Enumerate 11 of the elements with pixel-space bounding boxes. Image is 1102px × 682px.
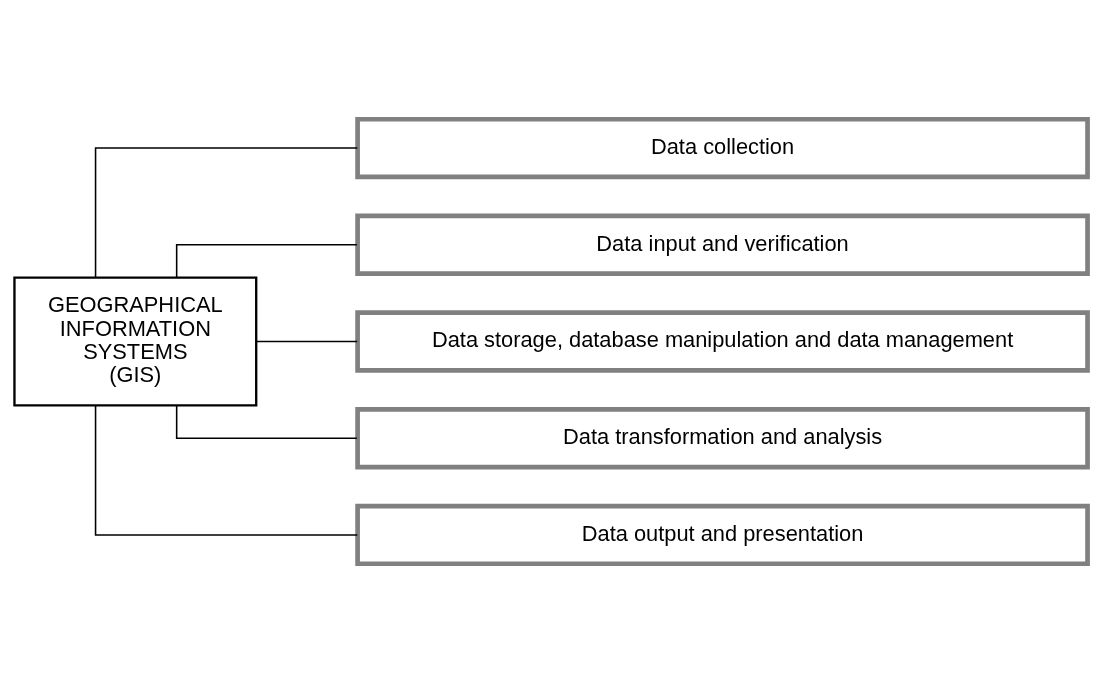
node-box: Data collection [355, 116, 1090, 179]
connector [175, 404, 358, 439]
node-box: Data output and presentation [355, 503, 1090, 566]
connector [255, 340, 358, 342]
connector [175, 243, 358, 278]
connector [94, 404, 359, 536]
node-box: Data transformation and analysis [355, 406, 1090, 469]
node-box: Data input and verification [355, 213, 1090, 276]
connector [94, 146, 359, 278]
node-box: Data storage, database manipulation and data management [355, 309, 1090, 373]
node-box: GEOGRAPHICAL INFORMATION SYSTEMS (GIS) [13, 275, 258, 407]
